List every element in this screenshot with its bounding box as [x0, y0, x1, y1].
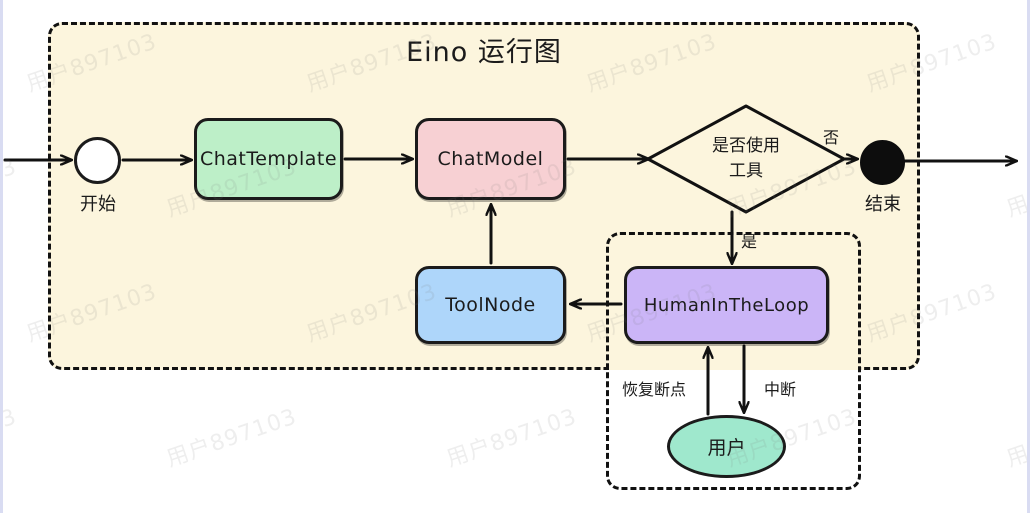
edge-label-resume: 恢复断点 — [622, 380, 687, 399]
watermark-text: 用户897103 — [1003, 154, 1030, 223]
node-humanintheloop[interactable]: HumanInTheLoop — [624, 266, 829, 344]
end-node[interactable] — [860, 140, 905, 185]
watermark-text: 用户897103 — [0, 404, 21, 473]
node-chattemplate[interactable]: ChatTemplate — [194, 118, 343, 200]
edge-label-yes: 是 — [741, 232, 758, 251]
node-decision[interactable]: 是否使用 工具 — [648, 106, 844, 212]
decision-label-line2: 工具 — [729, 161, 763, 181]
diagram-title: Eino 运行图 — [406, 37, 562, 68]
start-node-caption: 开始 — [80, 194, 116, 215]
start-node[interactable] — [74, 137, 121, 184]
end-node-caption: 结束 — [865, 194, 901, 215]
decision-label-line1: 是否使用 — [712, 136, 780, 157]
decision-label: 是否使用 工具 — [648, 106, 844, 212]
watermark-text: 用户897103 — [1003, 404, 1030, 473]
edge-label-no: 否 — [823, 128, 840, 147]
node-toolnode[interactable]: ToolNode — [415, 266, 566, 344]
edge-label-interrupt: 中断 — [764, 380, 797, 399]
node-chatmodel[interactable]: ChatModel — [415, 118, 566, 200]
watermark-text: 用户897103 — [443, 404, 581, 473]
node-user[interactable]: 用户 — [667, 415, 786, 478]
human-in-the-loop-container — [606, 232, 861, 490]
watermark-text: 用户897103 — [163, 404, 301, 473]
watermark-text: 用户897103 — [0, 154, 21, 223]
